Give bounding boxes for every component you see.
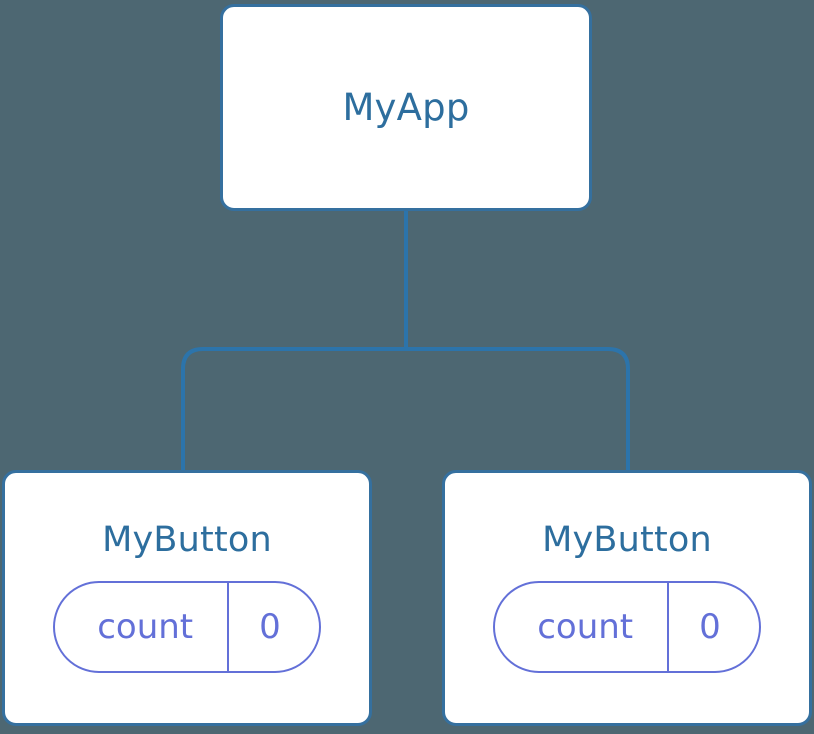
child-node-left[interactable]: MyButton count 0 (2, 470, 372, 726)
child-node-left-title: MyButton (102, 520, 272, 560)
state-pill-value: 0 (259, 607, 281, 647)
state-pill-count-left[interactable]: count 0 (53, 581, 321, 673)
root-node-title: MyApp (342, 86, 470, 129)
state-pill-key: count (537, 607, 634, 647)
connector-bus (181, 347, 630, 470)
child-node-right-title: MyButton (542, 520, 712, 560)
root-node[interactable]: MyApp (220, 4, 592, 211)
state-pill-count-right[interactable]: count 0 (493, 581, 761, 673)
state-pill-divider (227, 583, 230, 671)
child-node-right[interactable]: MyButton count 0 (442, 470, 812, 726)
state-pill-key: count (97, 607, 194, 647)
state-pill-divider (667, 583, 670, 671)
state-pill-value: 0 (699, 607, 721, 647)
